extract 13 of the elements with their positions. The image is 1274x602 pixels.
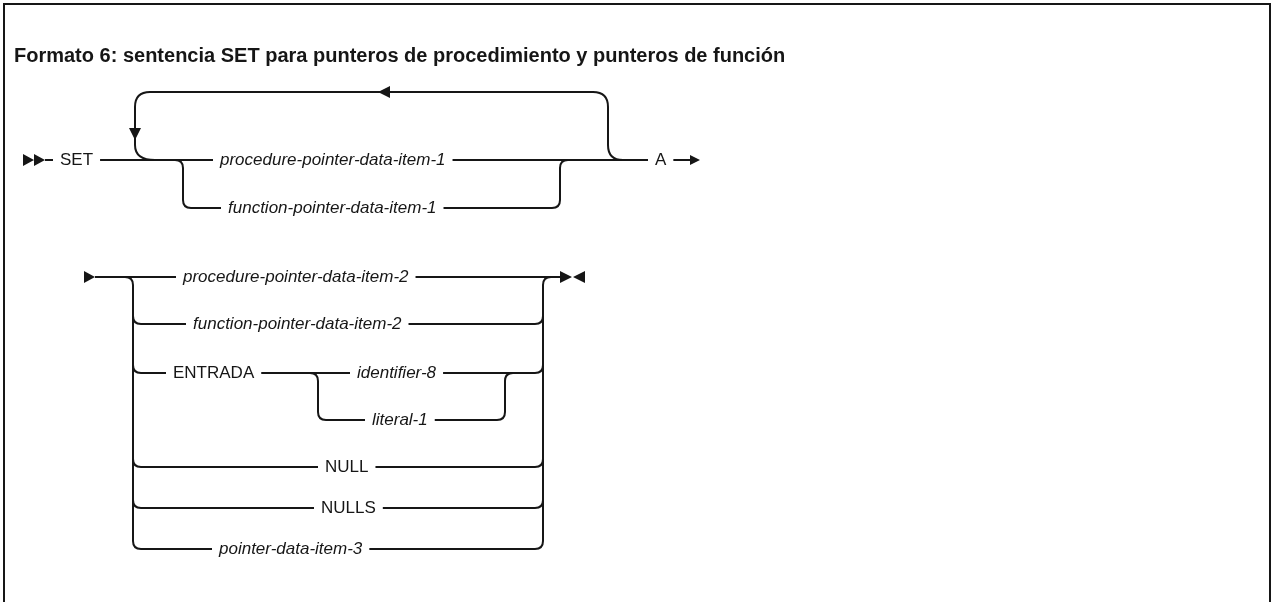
syntax-variable: function-pointer-data-item-1: [228, 198, 437, 218]
syntax-variable: procedure-pointer-data-item-2: [183, 267, 409, 287]
syntax-keyword: A: [655, 150, 667, 170]
syntax-keyword: NULL: [325, 457, 369, 477]
syntax-variable: literal-1: [372, 410, 428, 430]
syntax-keyword: ENTRADA: [173, 363, 255, 383]
diagram-title: Formato 6: sentencia SET para punteros de procedimiento y punteros de función: [14, 44, 786, 67]
syntax-variable: pointer-data-item-3: [219, 539, 363, 559]
syntax-variable: identifier-8: [357, 363, 437, 383]
syntax-keyword: NULLS: [321, 498, 376, 518]
syntax-keyword: SET: [60, 150, 94, 170]
syntax-variable: function-pointer-data-item-2: [193, 314, 402, 334]
syntax-variable: procedure-pointer-data-item-1: [220, 150, 446, 170]
